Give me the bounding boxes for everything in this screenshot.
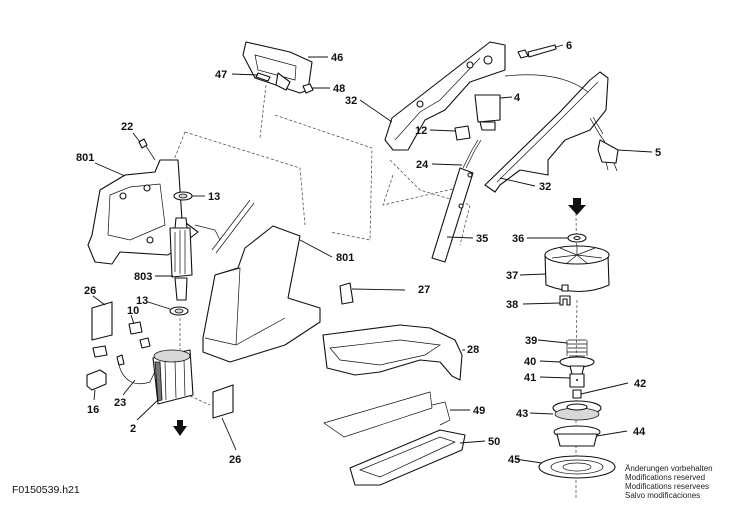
part-41-hub [569, 373, 585, 388]
label-32-bottom: 32 [539, 181, 551, 193]
label-4: 4 [514, 92, 521, 104]
part-37-fan [544, 245, 610, 292]
label-48: 48 [333, 83, 345, 95]
label-36: 36 [512, 233, 524, 245]
part-36-washer [567, 233, 587, 243]
part-27-brush [339, 282, 354, 305]
brush-wires [194, 199, 255, 254]
modification-notes: Änderungen vorbehalten Modifications res… [625, 464, 713, 500]
label-27: 27 [418, 284, 430, 296]
note-en: Modifications reserved [625, 473, 706, 482]
label-43: 43 [516, 408, 528, 420]
label-45: 45 [508, 454, 520, 466]
part-46-handle-grip [242, 41, 313, 94]
part-26-plate-right [212, 384, 234, 419]
part-43-spool [552, 400, 602, 421]
part-24-cable [462, 139, 482, 169]
part-803-armature [169, 217, 193, 301]
label-46: 46 [331, 52, 343, 64]
part-brush-holder-2 [92, 345, 108, 358]
part-16-cap [86, 369, 107, 391]
label-47: 47 [215, 69, 227, 81]
part-10-brush-holder [128, 321, 151, 349]
part-26-plate-left [91, 301, 113, 341]
part-12-capacitor [454, 125, 471, 141]
label-26-left: 26 [84, 285, 96, 297]
label-41: 41 [524, 372, 536, 384]
label-35: 35 [476, 233, 488, 245]
label-22: 22 [121, 121, 133, 133]
part-23-wire [116, 354, 159, 385]
part-13-bearing-lower [169, 306, 189, 316]
label-39: 39 [525, 335, 537, 347]
part-2-stator [152, 349, 194, 405]
label-5: 5 [655, 147, 661, 159]
part-801-motor-housing-right [202, 225, 321, 363]
part-50-cover [349, 429, 466, 486]
label-40: 40 [524, 356, 536, 368]
part-45-base [538, 455, 616, 479]
label-803: 803 [134, 271, 152, 283]
note-de: Änderungen vorbehalten [625, 464, 713, 473]
label-6: 6 [566, 40, 572, 52]
label-10: 10 [127, 305, 139, 317]
label-801-right: 801 [336, 252, 354, 264]
label-50: 50 [488, 436, 500, 448]
label-49: 49 [473, 405, 485, 417]
leader-lines [92, 44, 653, 464]
label-801-left: 801 [76, 152, 94, 164]
label-44: 44 [633, 426, 646, 438]
part-13-bearing-upper [173, 191, 193, 201]
part-42-nut [572, 389, 582, 399]
part-number-labels: 46 47 48 6 4 32 12 24 32 5 22 801 13 803… [76, 40, 661, 466]
label-42: 42 [634, 378, 646, 390]
label-32-top: 32 [345, 95, 357, 107]
drawing-id: F0150539.h21 [12, 484, 80, 496]
label-16: 16 [87, 404, 99, 416]
part-32-upper-handle-left [384, 41, 506, 151]
label-28: 28 [467, 344, 479, 356]
part-40-spool-cup [559, 356, 595, 375]
part-44-spool-cover [553, 425, 601, 447]
label-2: 2 [130, 423, 136, 435]
label-26-right: 26 [229, 454, 241, 466]
arrow-down-icon-right [568, 198, 586, 215]
label-38: 38 [506, 299, 518, 311]
note-es: Salvo modificaciones [625, 491, 701, 500]
part-39-spring [566, 339, 588, 357]
part-28-guard [322, 324, 463, 381]
part-35-tube [431, 167, 474, 263]
label-24: 24 [416, 159, 429, 171]
part-22-screw [138, 138, 156, 161]
label-13-lower: 13 [136, 295, 148, 307]
part-48-clip [302, 83, 314, 94]
arrow-down-icon-left [173, 420, 187, 436]
note-fr: Modifications reservees [625, 482, 710, 491]
label-13-upper: 13 [208, 191, 220, 203]
part-4-switch [474, 94, 501, 131]
label-23: 23 [114, 397, 126, 409]
part-49-wire-guard [323, 391, 451, 438]
part-38-clip [559, 295, 571, 306]
part-5-power-cord [589, 116, 619, 172]
label-37: 37 [506, 270, 518, 282]
part-47-screw [255, 72, 271, 82]
label-12: 12 [415, 125, 427, 137]
part-32-upper-handle-right [484, 71, 609, 193]
part-6-cable-clamp [517, 44, 557, 59]
